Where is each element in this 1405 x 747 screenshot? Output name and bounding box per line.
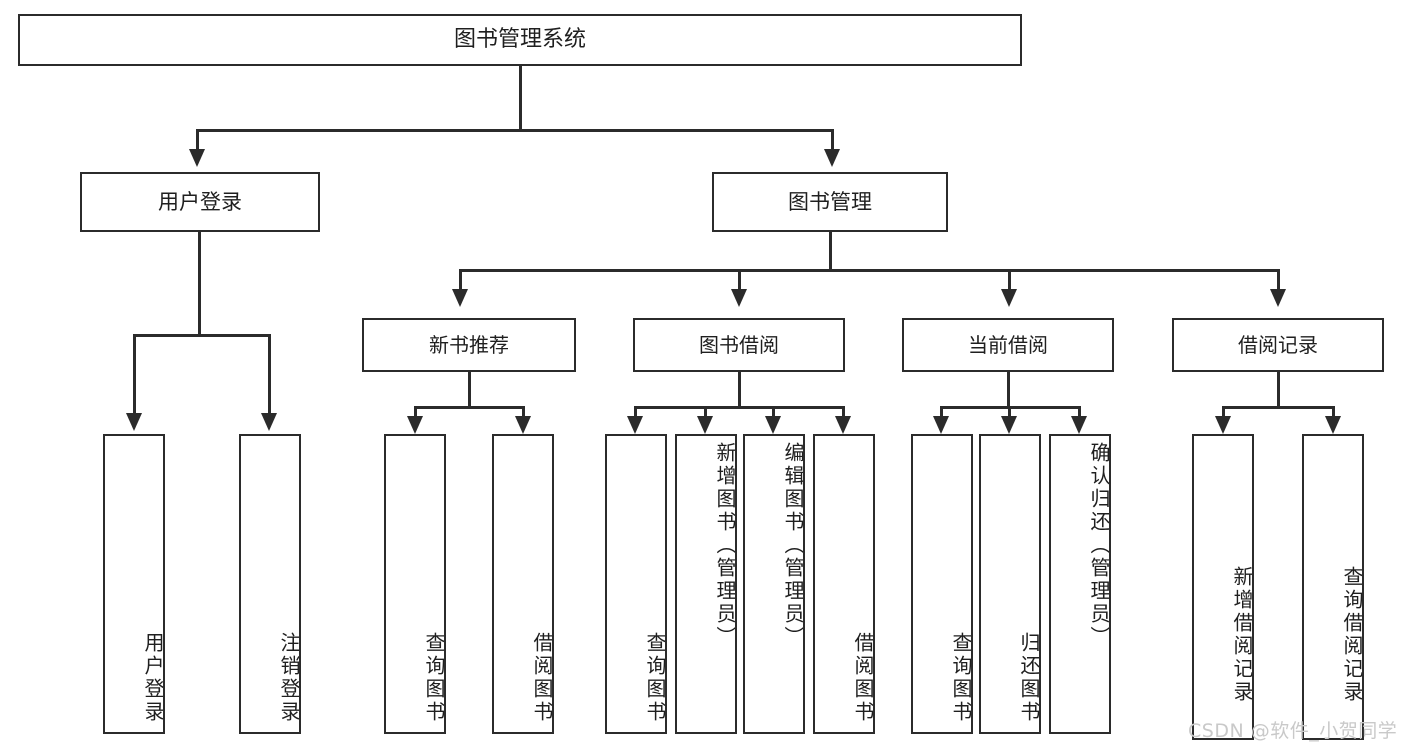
leaf-label: 借阅图书 bbox=[530, 632, 554, 724]
arrow-br-to-leaf-1 bbox=[1215, 416, 1231, 434]
arrow-cb-to-leaf-1 bbox=[933, 416, 949, 434]
leaf-user-login-login[interactable]: 用户登录 bbox=[103, 434, 165, 734]
connector-book-borrow-stem bbox=[738, 372, 741, 408]
connector-new-book-to-leaf-1 bbox=[414, 406, 417, 418]
connector-current-borrow-stem bbox=[1007, 372, 1010, 408]
node-book-management[interactable]: 图书管理 bbox=[712, 172, 948, 232]
connector-new-book-to-leaf-2 bbox=[522, 406, 525, 418]
arrow-br-to-leaf-2 bbox=[1325, 416, 1341, 434]
arrow-cb-to-leaf-3 bbox=[1071, 416, 1087, 434]
connector-br-to-leaf-2 bbox=[1332, 406, 1335, 418]
leaf-current-borrow-confirm-return-admin[interactable]: 确认归还（管理员） bbox=[1049, 434, 1111, 734]
connector-root-to-user-login bbox=[196, 129, 199, 151]
leaf-user-login-logout[interactable]: 注销登录 bbox=[239, 434, 301, 734]
leaf-label: 编辑图书（管理员） bbox=[781, 442, 805, 649]
arrow-bb-to-leaf-2 bbox=[697, 416, 713, 434]
node-user-login[interactable]: 用户登录 bbox=[80, 172, 320, 232]
connector-new-book-bar bbox=[414, 406, 524, 409]
node-borrow-record[interactable]: 借阅记录 bbox=[1172, 318, 1384, 372]
connector-bb-to-leaf-3 bbox=[772, 406, 775, 418]
leaf-book-borrow-borrow-book[interactable]: 借阅图书 bbox=[813, 434, 875, 734]
connector-user-login-stem bbox=[198, 232, 201, 336]
connector-borrow-record-bar bbox=[1222, 406, 1334, 409]
leaf-label: 新增借阅记录 bbox=[1230, 566, 1254, 704]
arrow-bb-to-leaf-3 bbox=[765, 416, 781, 434]
arrow-root-to-user-login bbox=[189, 149, 205, 167]
leaf-new-book-query-book[interactable]: 查询图书 bbox=[384, 434, 446, 734]
arrow-new-book-to-leaf-2 bbox=[515, 416, 531, 434]
connector-bb-to-leaf-1 bbox=[634, 406, 637, 418]
leaf-borrow-record-add-record[interactable]: 新增借阅记录 bbox=[1192, 434, 1254, 740]
leaf-label: 查询图书 bbox=[643, 632, 667, 724]
connector-cb-to-leaf-3 bbox=[1078, 406, 1081, 418]
leaf-label: 注销登录 bbox=[277, 632, 301, 724]
arrow-user-login-to-leaf-2 bbox=[261, 413, 277, 431]
connector-borrow-record-stem bbox=[1277, 372, 1280, 408]
connector-book-management-stem bbox=[829, 232, 832, 271]
arrow-cb-to-leaf-2 bbox=[1001, 416, 1017, 434]
arrow-bm-to-new-book bbox=[452, 289, 468, 307]
connector-bm-to-borrow-record bbox=[1277, 269, 1280, 291]
leaf-book-borrow-query-book[interactable]: 查询图书 bbox=[605, 434, 667, 734]
node-current-borrow[interactable]: 当前借阅 bbox=[902, 318, 1114, 372]
node-new-book-recommend[interactable]: 新书推荐 bbox=[362, 318, 576, 372]
leaf-book-borrow-edit-book-admin[interactable]: 编辑图书（管理员） bbox=[743, 434, 805, 734]
leaf-label: 借阅图书 bbox=[851, 632, 875, 724]
leaf-new-book-borrow-book[interactable]: 借阅图书 bbox=[492, 434, 554, 734]
leaf-label: 归还图书 bbox=[1017, 632, 1041, 724]
connector-bm-to-current-borrow bbox=[1008, 269, 1011, 291]
leaf-label: 确认归还（管理员） bbox=[1087, 442, 1111, 649]
connector-bb-to-leaf-2 bbox=[704, 406, 707, 418]
connector-new-book-stem bbox=[468, 372, 471, 408]
connector-root-bar bbox=[196, 129, 833, 132]
connector-user-login-to-leaf-2 bbox=[268, 334, 271, 415]
leaf-book-borrow-add-book-admin[interactable]: 新增图书（管理员） bbox=[675, 434, 737, 734]
connector-bb-to-leaf-4 bbox=[842, 406, 845, 418]
arrow-bm-to-borrow-record bbox=[1270, 289, 1286, 307]
arrow-bm-to-borrow-book bbox=[731, 289, 747, 307]
connector-root-to-book-management bbox=[831, 129, 834, 151]
connector-br-to-leaf-1 bbox=[1222, 406, 1225, 418]
csdn-watermark: CSDN @软件_小贺同学 bbox=[1188, 720, 1398, 742]
connector-book-management-bar bbox=[459, 269, 1279, 272]
leaf-current-borrow-return-book[interactable]: 归还图书 bbox=[979, 434, 1041, 734]
node-book-borrow[interactable]: 图书借阅 bbox=[633, 318, 845, 372]
arrow-bm-to-current-borrow bbox=[1001, 289, 1017, 307]
arrow-root-to-book-management bbox=[824, 149, 840, 167]
arrow-bb-to-leaf-1 bbox=[627, 416, 643, 434]
connector-bm-to-borrow-book bbox=[738, 269, 741, 291]
arrow-user-login-to-leaf-1 bbox=[126, 413, 142, 431]
leaf-label: 用户登录 bbox=[141, 632, 165, 724]
connector-book-borrow-bar bbox=[634, 406, 844, 409]
arrow-bb-to-leaf-4 bbox=[835, 416, 851, 434]
connector-bm-to-new-book bbox=[459, 269, 462, 291]
connector-user-login-to-leaf-1 bbox=[133, 334, 136, 415]
node-root-book-management-system[interactable]: 图书管理系统 bbox=[18, 14, 1022, 66]
leaf-label: 查询图书 bbox=[422, 632, 446, 724]
connector-cb-to-leaf-2 bbox=[1008, 406, 1011, 418]
leaf-label: 查询图书 bbox=[949, 632, 973, 724]
connector-root-stem bbox=[519, 66, 522, 130]
arrow-new-book-to-leaf-1 bbox=[407, 416, 423, 434]
leaf-label: 新增图书（管理员） bbox=[713, 442, 737, 649]
leaf-borrow-record-query-record[interactable]: 查询借阅记录 bbox=[1302, 434, 1364, 740]
leaf-current-borrow-query-book[interactable]: 查询图书 bbox=[911, 434, 973, 734]
connector-cb-to-leaf-1 bbox=[940, 406, 943, 418]
leaf-label: 查询借阅记录 bbox=[1340, 566, 1364, 704]
connector-user-login-bar bbox=[133, 334, 270, 337]
